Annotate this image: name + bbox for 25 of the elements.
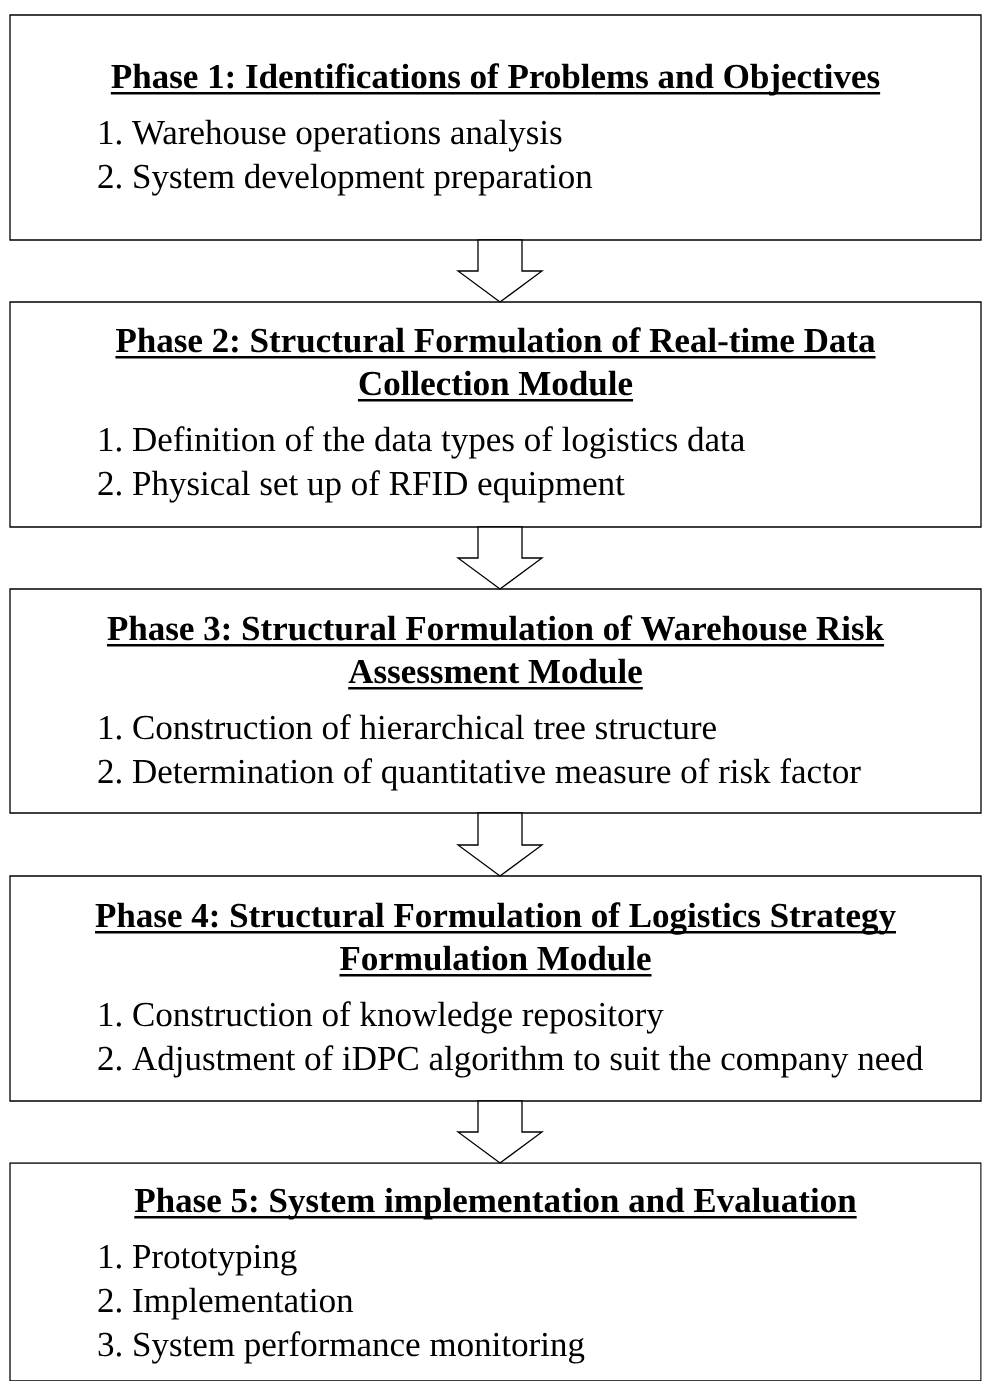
phase-box — [9, 1162, 982, 1381]
list-item: 3. System performance monitoring — [98, 1331, 585, 1364]
list-item: 1. Definition of the data types of logistics data — [100, 426, 745, 459]
phase-box — [9, 14, 982, 241]
phase-heading: Phase 2: Structural Formulation of Real-time Data Collection Module — [115, 327, 876, 402]
block-arrow — [456, 526, 544, 590]
phase-box — [9, 588, 982, 814]
phase-box — [9, 301, 982, 528]
phase-heading: Phase 3: Structural Formulation of Warehouse Risk Assessment Module — [106, 615, 885, 690]
list-item: 1. Warehouse operations analysis — [100, 119, 562, 152]
list-item: 2. System development preparation — [98, 163, 593, 196]
list-item: 2. Determination of quantitative measure of risk factor — [98, 758, 861, 791]
phase-box — [9, 875, 982, 1102]
block-arrow — [456, 239, 544, 303]
list-item: 1. Construction of hierarchical tree structure — [100, 714, 716, 740]
block-arrow — [456, 1100, 544, 1164]
list-item: 2. Implementation — [98, 1287, 354, 1320]
phase-heading: Phase 4: Structural Formulation of Logistics Strategy Formulation Module — [95, 902, 896, 977]
list-item: 2. Physical set up of RFID equipment — [98, 470, 625, 503]
phase-heading: Phase 5: System implementation and Evaluation — [134, 1187, 857, 1220]
phase-heading: Phase 1: Identifications of Problems and Objectives — [110, 63, 881, 96]
list-item: 1. Prototyping — [100, 1244, 297, 1276]
list-item: 1. Construction of knowledge repository — [100, 1001, 664, 1034]
list-item: 2. Adjustment of iDPC algorithm to suit the company need — [98, 1045, 923, 1078]
block-arrow — [456, 812, 544, 877]
